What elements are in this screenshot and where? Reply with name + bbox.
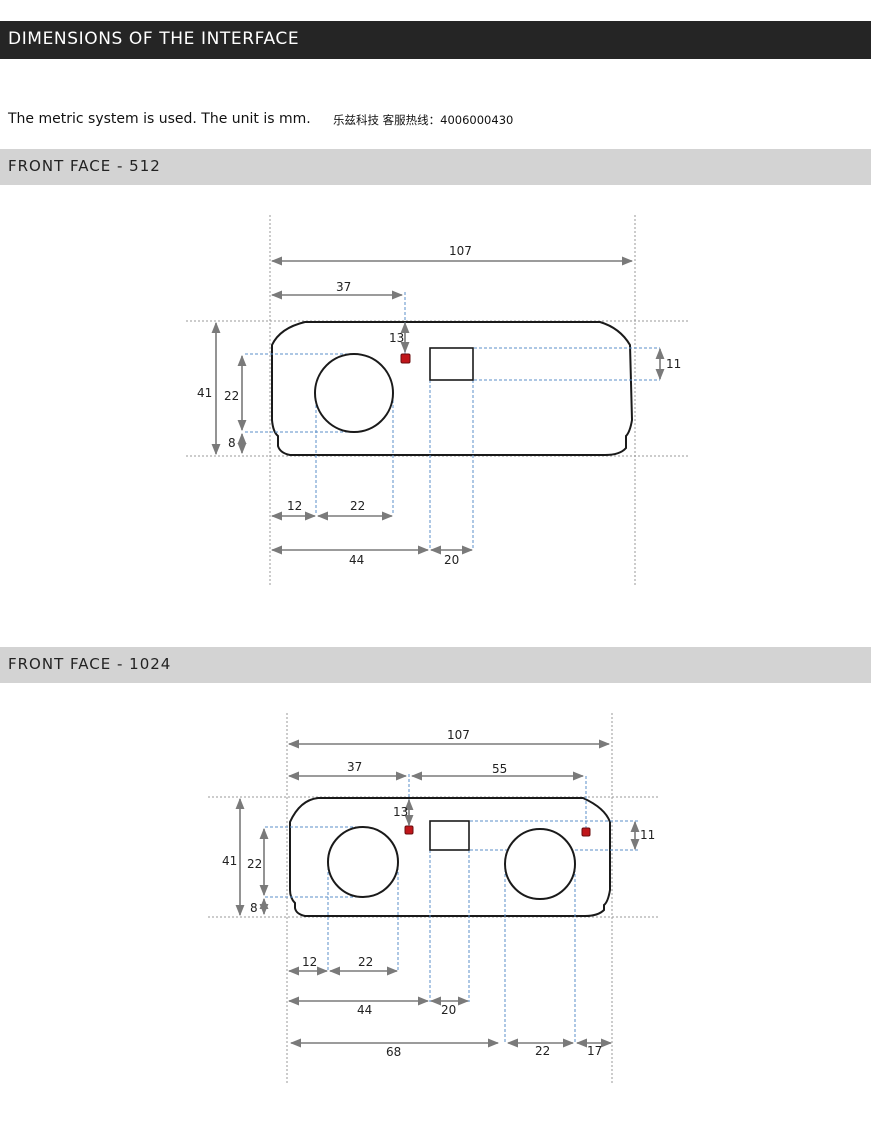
led-marker-2	[581, 827, 591, 837]
intro-text: The metric system is used. The unit is m…	[8, 111, 311, 127]
dim-window-width: 20	[444, 553, 459, 567]
dim-width: 107	[449, 244, 472, 258]
dim-lens-left: 12	[287, 499, 302, 513]
section-title-512: FRONT FACE - 512	[8, 157, 161, 175]
hotline-text: 乐兹科技 客服热线：4006000430	[333, 113, 514, 127]
dim-lens-diameter-v: 22	[224, 389, 239, 403]
dimension-arrows	[211, 256, 665, 555]
dim-lens-diameter-h: 22	[350, 499, 365, 513]
dim-led-offset: 13	[393, 805, 408, 819]
front-face-1024-diagram: 107 37 55 13 11 41 22 8 12 22 44 20 68 2…	[208, 713, 660, 1085]
dim-lens2-right: 17	[587, 1044, 602, 1058]
front-face-512-diagram: 107 37 13 11 41 22 8 12 22 44 20	[186, 215, 688, 585]
dim-lens2-left: 68	[386, 1045, 401, 1059]
dim-height: 41	[222, 854, 237, 868]
dim-lens-offset: 37	[336, 280, 351, 294]
page-title: DIMENSIONS OF THE INTERFACE	[8, 29, 300, 49]
dim-led-offset: 13	[389, 331, 404, 345]
section-header-512: FRONT FACE - 512	[0, 149, 871, 185]
led-marker	[400, 353, 411, 364]
dim-height: 41	[197, 386, 212, 400]
dim-lens-left: 12	[302, 955, 317, 969]
led-marker-1	[404, 825, 414, 835]
reference-lines	[186, 215, 688, 585]
dim-width: 107	[447, 728, 470, 742]
dim-window-width: 20	[441, 1003, 456, 1017]
dim-lens-offset: 37	[347, 760, 362, 774]
dim-lens-spacing: 55	[492, 762, 507, 776]
section-title-1024: FRONT FACE - 1024	[8, 655, 172, 673]
title-bar: DIMENSIONS OF THE INTERFACE	[0, 21, 871, 59]
guide-lines	[245, 292, 660, 550]
lens-circle	[314, 353, 394, 433]
window-rect	[429, 347, 474, 381]
dim-lens-bottom: 8	[250, 901, 258, 915]
dim-lens-diameter-h: 22	[358, 955, 373, 969]
dim-lens-bottom: 8	[228, 436, 236, 450]
dim-window-left: 44	[349, 553, 364, 567]
dim-lens-diameter-v: 22	[247, 857, 262, 871]
dimension-arrows	[235, 739, 640, 1048]
dim-window-left: 44	[357, 1003, 372, 1017]
lens-circle-2	[504, 828, 576, 900]
section-header-1024: FRONT FACE - 1024	[0, 647, 871, 683]
dim-window-height: 11	[666, 357, 681, 371]
dim-window-height: 11	[640, 828, 655, 842]
dim-lens2-diameter: 22	[535, 1044, 550, 1058]
lens-circle-1	[327, 826, 399, 898]
window-rect	[429, 820, 470, 851]
